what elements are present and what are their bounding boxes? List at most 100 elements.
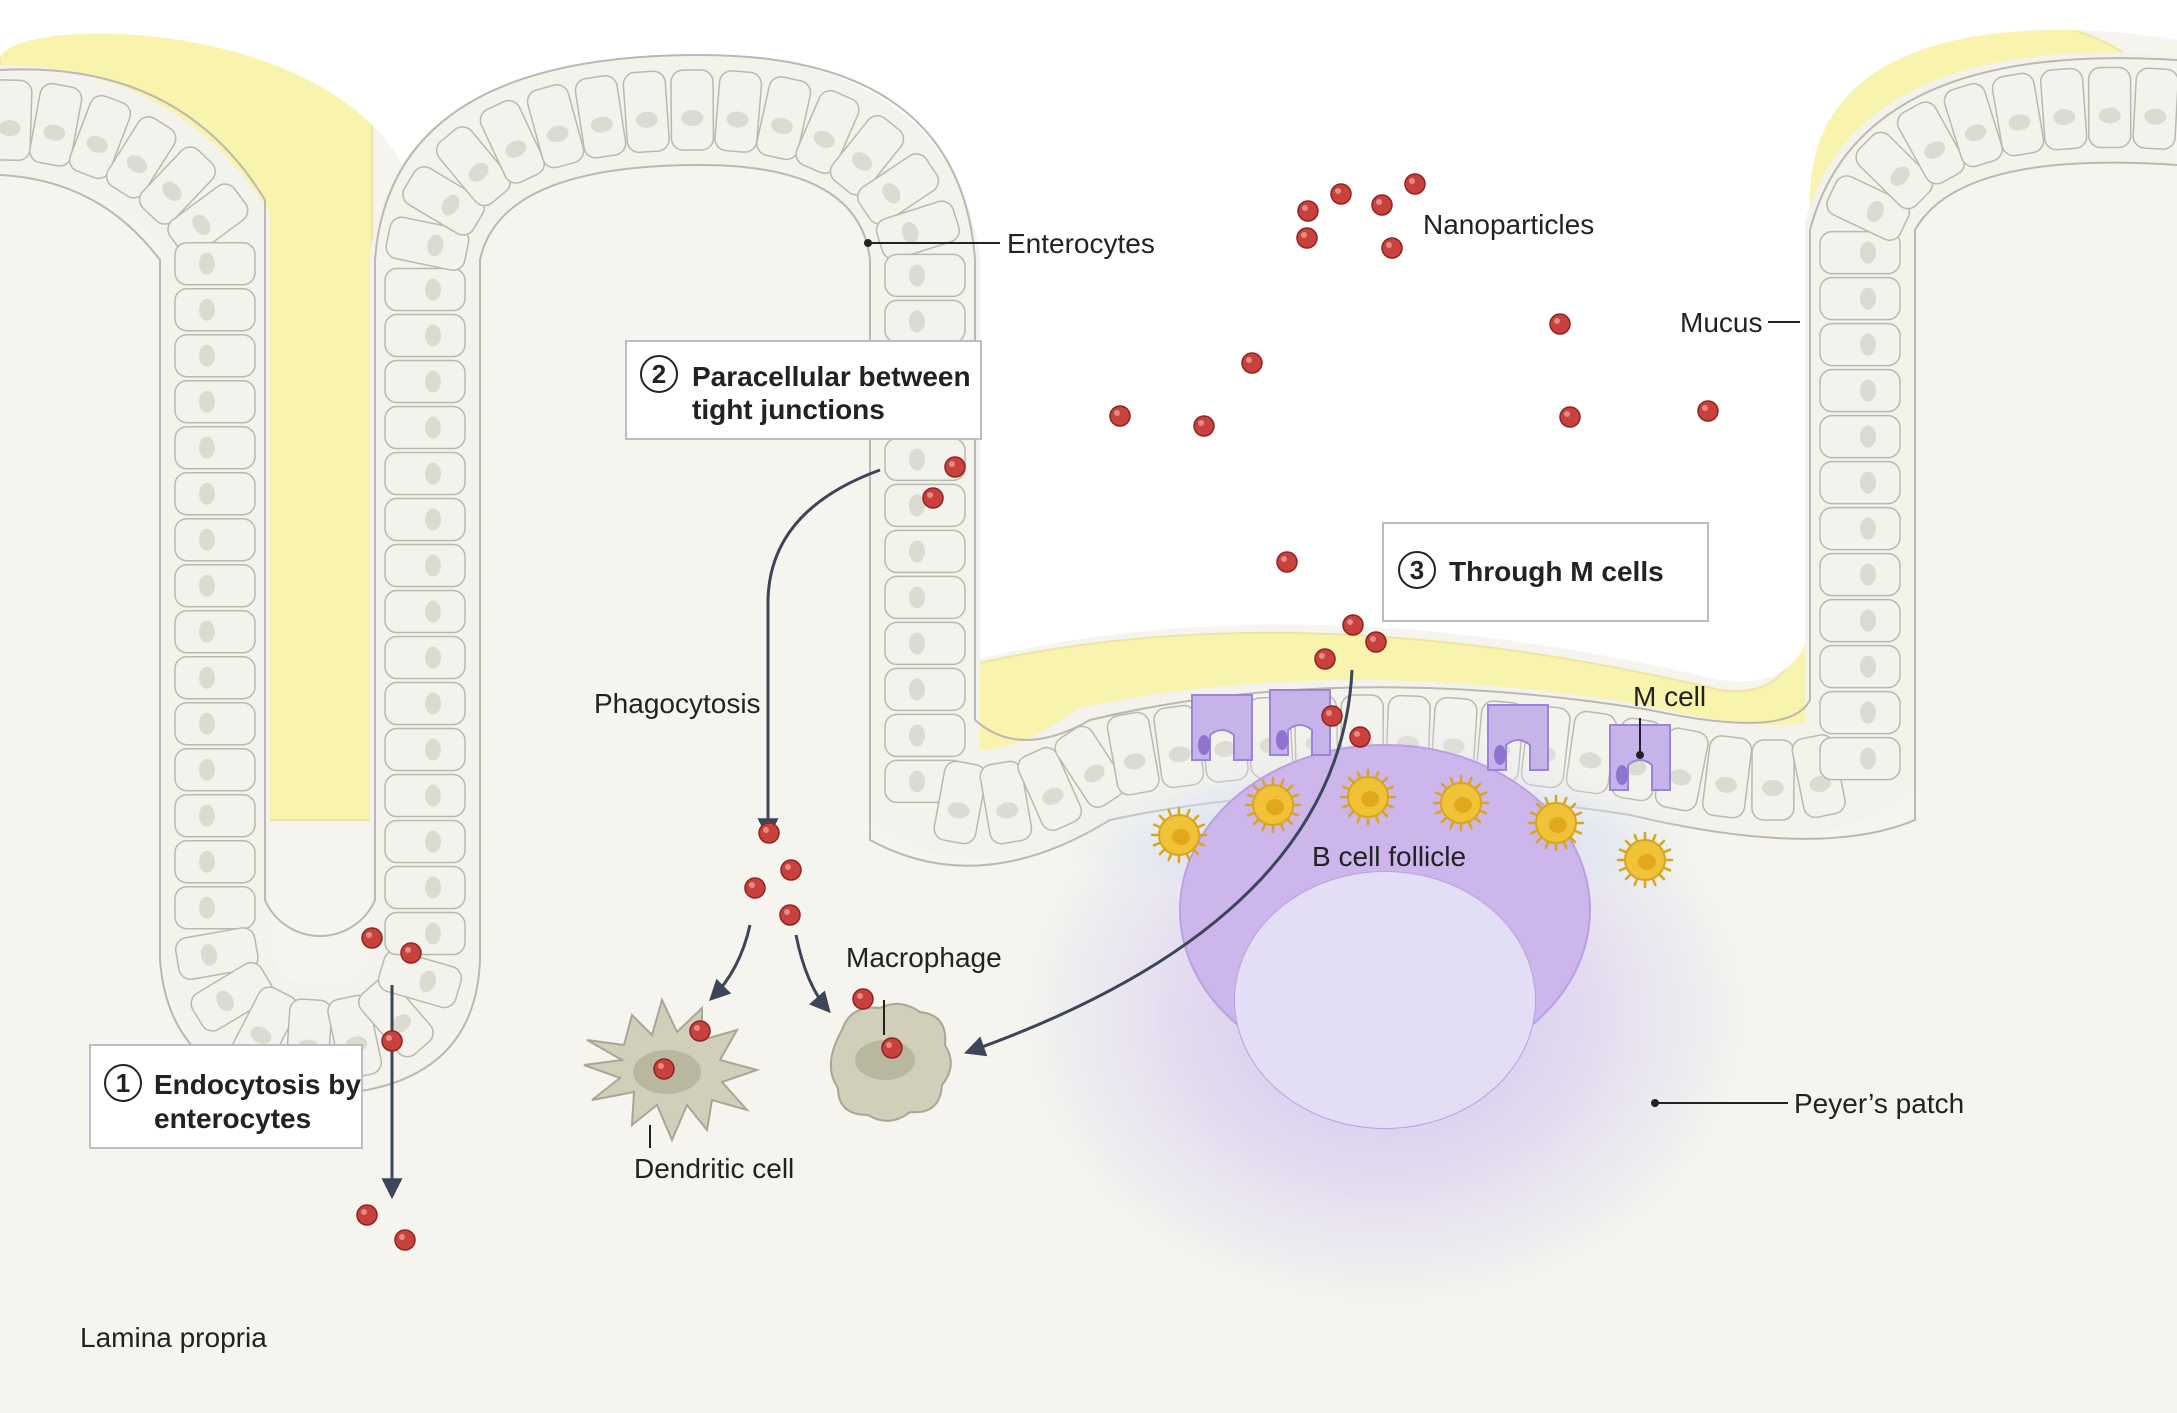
step-1-number: 1 (116, 1068, 130, 1098)
nanoparticle (944, 456, 966, 478)
label-mucus: Mucus (1680, 307, 1762, 338)
enterocyte (884, 713, 966, 758)
step-1-title-line1: Endocytosis by (154, 1069, 361, 1100)
enterocyte (884, 667, 966, 712)
nanoparticle (1109, 405, 1131, 427)
label-m-cell: M cell (1633, 681, 1706, 712)
step-1-title-line2: enterocytes (154, 1103, 311, 1134)
macrophage (829, 1002, 952, 1122)
enterocyte (384, 267, 466, 312)
enterocyte (138, 146, 216, 225)
nanoparticle (922, 487, 944, 509)
enterocyte (2132, 67, 2177, 150)
nanoparticle (744, 877, 766, 899)
nanoparticle (881, 1037, 903, 1059)
enterocyte (1819, 736, 1901, 781)
enterocyte (174, 747, 256, 792)
enterocyte (0, 79, 33, 162)
label-b-cell-follicle: B cell follicle (1312, 841, 1466, 872)
nanoparticle (1297, 200, 1319, 222)
enterocyte (68, 94, 132, 180)
nanoparticle (1381, 237, 1403, 259)
nanoparticle (381, 1030, 403, 1052)
nanoparticle (1349, 726, 1371, 748)
enterocyte (358, 977, 434, 1058)
nanoparticle (1321, 705, 1343, 727)
nanoparticle (1330, 183, 1352, 205)
enterocyte (829, 115, 905, 196)
nanoparticle (852, 988, 874, 1010)
enterocyte (384, 865, 466, 910)
enterocyte (29, 82, 83, 167)
b-cell (1244, 776, 1302, 834)
nanoparticle (689, 1020, 711, 1042)
enterocyte (384, 819, 466, 864)
b-cell (1150, 806, 1208, 864)
enterocyte (1896, 101, 1966, 185)
step-3-title: Through M cells (1449, 556, 1664, 587)
enterocyte (1819, 690, 1901, 735)
m-cell (1487, 704, 1549, 771)
arrow-m-cell (964, 669, 1354, 1057)
nanoparticles (356, 173, 1719, 1251)
enterocyte (884, 299, 966, 344)
enterocyte (884, 253, 966, 298)
nanoparticle (653, 1058, 675, 1080)
m-cell (1269, 689, 1331, 756)
nanoparticle (1241, 352, 1263, 374)
enterocyte (1702, 735, 1753, 819)
enterocyte (1819, 368, 1901, 413)
arrow-to-dendritic (709, 924, 752, 1001)
enterocyte (1819, 322, 1901, 367)
nanoparticle (1549, 313, 1571, 335)
enterocyte (384, 589, 466, 634)
enterocyte (1826, 175, 1911, 241)
enterocyte (167, 183, 249, 257)
label-phagocytosis: Phagocytosis (594, 688, 761, 719)
step-box-2: 2 Paracellular between tight junctions (625, 340, 982, 440)
enterocyte (174, 287, 256, 332)
step-box-1: 1 Endocytosis by enterocytes (89, 1044, 363, 1149)
enterocyte (384, 911, 466, 956)
nanoparticle (1559, 406, 1581, 428)
lumen-top-left (0, 0, 430, 250)
enterocyte (1943, 82, 2004, 168)
enterocyte (2039, 67, 2088, 151)
nanoparticle (400, 942, 422, 964)
nanoparticle (1193, 415, 1215, 437)
nanoparticle (780, 859, 802, 881)
label-enterocytes: Enterocytes (1007, 228, 1155, 259)
enterocyte (174, 701, 256, 746)
label-nanoparticles: Nanoparticles (1423, 209, 1594, 240)
enterocyte (174, 793, 256, 838)
nanoparticle (1697, 400, 1719, 422)
transport-arrows (381, 468, 1354, 1200)
nanoparticle (1404, 173, 1426, 195)
enterocyte (884, 621, 966, 666)
nanoparticle (1365, 631, 1387, 653)
enterocyte (884, 483, 966, 528)
label-peyers-patch: Peyer’s patch (1794, 1088, 1964, 1119)
enterocyte (190, 961, 274, 1032)
enterocyte (622, 70, 670, 154)
enterocyte (1819, 506, 1901, 551)
enterocyte (105, 116, 177, 199)
enterocyte (2087, 66, 2132, 149)
enterocyte (857, 153, 940, 225)
nanoparticle (361, 927, 383, 949)
enterocyte (1819, 276, 1901, 321)
enterocyte (384, 497, 466, 542)
enterocyte (174, 379, 256, 424)
epithelium-outline-outer (0, 53, 2177, 938)
enterocyte (384, 313, 466, 358)
nanoparticle (1276, 551, 1298, 573)
enterocyte (884, 575, 966, 620)
enterocyte (1819, 644, 1901, 689)
enterocyte (377, 949, 463, 1009)
enterocyte (384, 635, 466, 680)
enterocyte (174, 563, 256, 608)
enterocyte (402, 166, 486, 236)
enterocyte (979, 760, 1033, 845)
enterocyte (1819, 598, 1901, 643)
enterocyte (174, 471, 256, 516)
